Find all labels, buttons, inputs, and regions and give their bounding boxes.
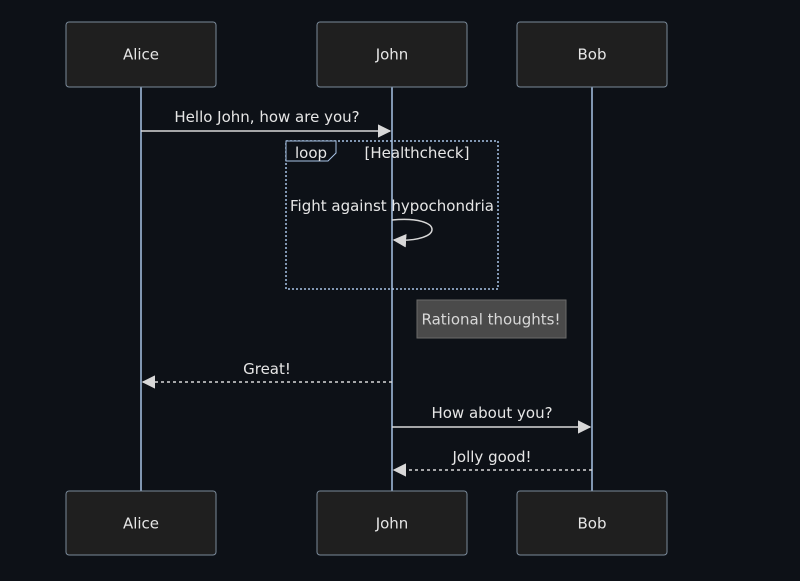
message-great: Great! [141,360,392,389]
actor-john-top-label: John [375,46,409,64]
actor-bob-top-label: Bob [578,46,607,64]
message-jolly-good: Jolly good! [392,448,592,477]
actor-alice-bottom-label: Alice [123,515,159,533]
message-how-about-you: How about you? [392,404,592,434]
actor-alice-top-label: Alice [123,46,159,64]
actor-alice-top: Alice [65,21,217,88]
loop-tag-shape [285,140,337,162]
actor-bob-bottom-label: Bob [578,515,607,533]
message-hypochondria-label: Fight against hypochondria [290,197,494,215]
actor-john-bottom: John [316,490,468,556]
loop-tag-label: loop [295,144,327,162]
message-how-about-you-label: How about you? [431,404,552,422]
actor-alice-bottom: Alice [65,490,217,556]
message-hello-john-label: Hello John, how are you? [174,108,359,126]
note-rational-thoughts: Rational thoughts! [416,299,567,339]
actor-bob-bottom: Bob [516,490,668,556]
message-jolly-good-label: Jolly good! [452,448,532,466]
loop-block: loop [Healthcheck] [285,140,499,290]
loop-condition-label: [Healthcheck] [365,144,470,162]
actor-john-bottom-label: John [375,515,409,533]
actor-john-top: John [316,21,468,88]
note-text: Rational thoughts! [422,311,561,329]
message-hello-john: Hello John, how are you? [141,108,392,138]
message-hypochondria: Fight against hypochondria [290,197,494,248]
message-great-label: Great! [243,360,291,378]
actor-bob-top: Bob [516,21,668,88]
